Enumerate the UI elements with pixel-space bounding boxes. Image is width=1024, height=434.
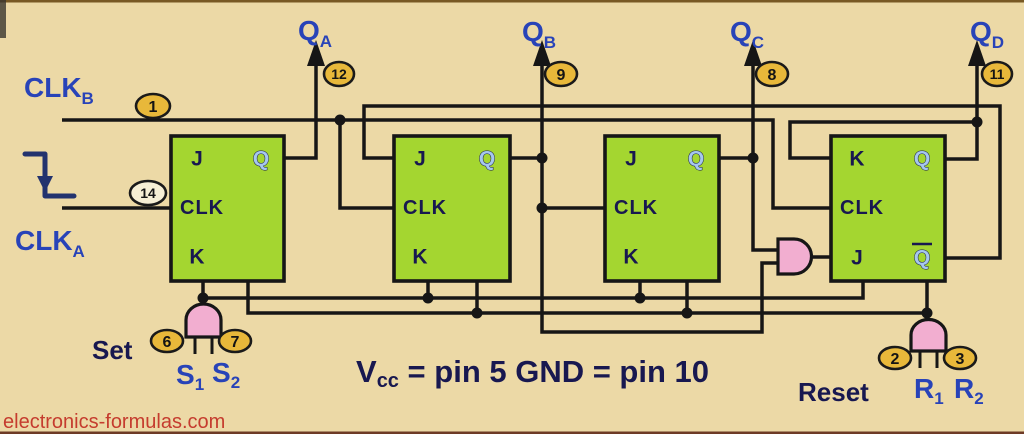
qc-arrow	[744, 40, 762, 66]
qb-arrow	[533, 40, 551, 66]
clka-label: CLKA	[15, 225, 85, 261]
qd-arrow	[968, 40, 986, 66]
ffa-q-label: Q	[253, 148, 269, 171]
svg-text:11: 11	[990, 66, 1005, 82]
top-edge-line	[0, 0, 1024, 3]
wire-clkb-branch-ffb-clk	[338, 120, 394, 210]
set-and-gate	[184, 302, 223, 339]
qb-output-label: QB	[522, 16, 556, 52]
ffb-j-label: J	[414, 148, 426, 171]
clkb-label: CLKB	[24, 72, 94, 108]
qa-arrow	[307, 40, 325, 66]
ffd-box	[829, 134, 947, 283]
wire-clkb-to-ffb-ffd-clocks	[62, 118, 831, 210]
svg-text:8: 8	[768, 67, 777, 84]
ffb-box	[392, 134, 512, 283]
ffa-j-label: J	[191, 148, 203, 171]
ffc-clk-label: CLK	[614, 197, 658, 219]
set-label: Set	[92, 335, 133, 365]
jd-and-gate	[776, 237, 814, 276]
reset-label: Reset	[798, 377, 869, 407]
ffc-j-label: J	[625, 148, 637, 171]
ffa-box	[169, 134, 286, 283]
wire-reset-gate-inputs	[918, 351, 939, 368]
wire-reset-bus	[246, 281, 929, 321]
wire-set-bus	[201, 281, 865, 306]
watermark: electronics-formulas.com	[3, 411, 225, 433]
svg-text:6: 6	[163, 334, 172, 351]
svg-text:7: 7	[231, 334, 240, 351]
falling-edge-icon	[22, 151, 77, 199]
ffb-clk-label: CLK	[403, 197, 447, 219]
ffd-qbar-label: Q	[914, 247, 930, 270]
wire-qd-net-and-kd	[788, 56, 979, 161]
pin-oval-s2: 7	[217, 328, 253, 354]
wire-qbarD-feedback-to-jB	[362, 104, 1002, 260]
pin-oval-r2: 3	[942, 345, 978, 371]
svg-text:9: 9	[557, 67, 566, 84]
pin-oval-qa: 12	[322, 60, 356, 88]
svg-text:12: 12	[331, 66, 347, 82]
bottom-edge-line	[0, 431, 1024, 434]
junction-dots	[197, 114, 983, 319]
wire-qc-net	[719, 56, 778, 252]
ffb-q-label: Q	[479, 148, 495, 171]
vcc-gnd-caption: Vcc = pin 5 GND = pin 10	[356, 354, 709, 392]
ffb-k-label: K	[412, 246, 427, 269]
wire-qa-output	[284, 58, 318, 160]
svg-text:2: 2	[891, 351, 900, 368]
ffd-j-label: J	[851, 247, 863, 270]
pin-oval-qc: 8	[754, 60, 790, 88]
pin-oval-qb: 9	[543, 60, 579, 88]
ffd-q-label: Q	[914, 148, 930, 171]
qa-output-label: QA	[298, 15, 332, 51]
ffa-k-label: K	[189, 246, 204, 269]
pin-oval-clka: 14	[128, 179, 168, 207]
ffd-clk-label: CLK	[840, 197, 884, 219]
pin-oval-clkb: 1	[134, 92, 172, 120]
pin-oval-s1: 6	[149, 328, 185, 354]
ffa-clk-label: CLK	[180, 197, 224, 219]
r2-label: R2	[954, 373, 984, 408]
pin-oval-qd: 11	[980, 60, 1014, 88]
svg-text:14: 14	[140, 185, 156, 201]
ffc-q-label: Q	[688, 148, 704, 171]
qd-output-label: QD	[970, 16, 1004, 52]
reset-and-gate	[909, 317, 948, 353]
svg-text:1: 1	[149, 99, 158, 116]
ffc-box	[603, 134, 721, 283]
s1-label: S1	[176, 359, 204, 394]
svg-text:3: 3	[956, 351, 965, 368]
left-edge-artifact	[0, 0, 6, 38]
qc-output-label: QC	[730, 16, 764, 52]
wire-set-gate-inputs	[193, 337, 214, 354]
pin-oval-r1: 2	[877, 345, 913, 371]
r1-label: R1	[914, 373, 944, 408]
s2-label: S2	[212, 357, 240, 392]
ffd-k-label: K	[849, 148, 864, 171]
ffc-k-label: K	[623, 246, 638, 269]
